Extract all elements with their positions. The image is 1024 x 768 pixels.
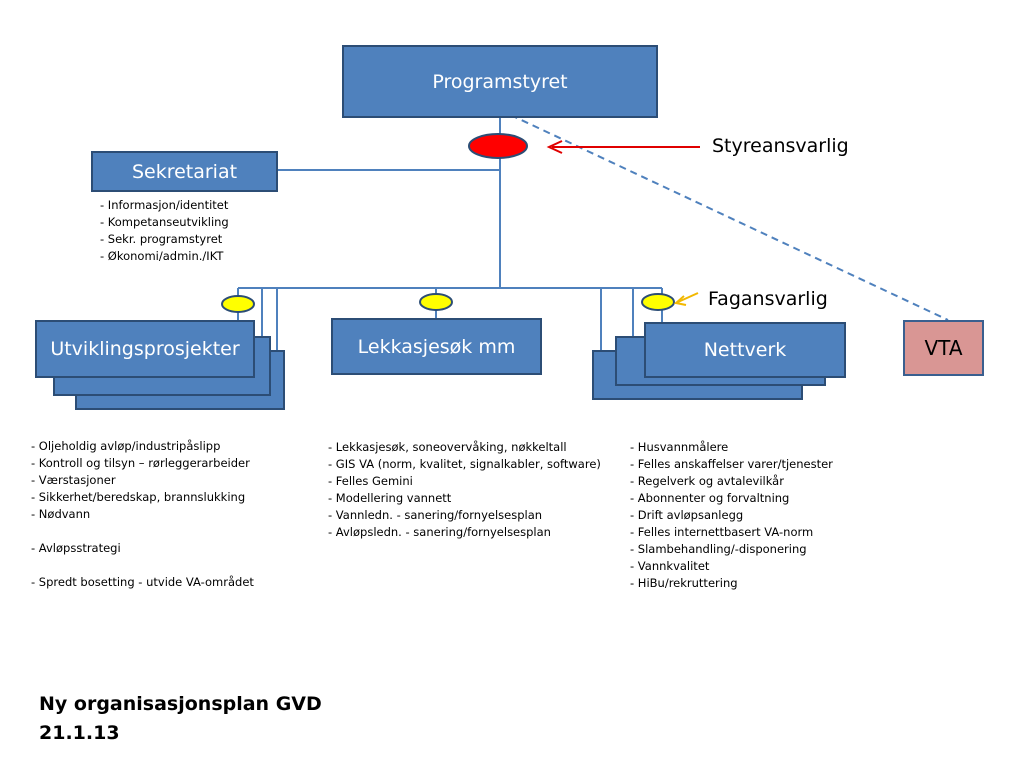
sekretariat-list: - Informasjon/identitet - Kompetanseutvi…: [100, 197, 229, 265]
nettverk-list: - Husvannmålere - Felles anskaffelser va…: [630, 439, 833, 592]
styreansvarlig-label: Styreansvarlig: [712, 135, 849, 157]
title-line-1: Ny organisasjonsplan GVD: [39, 693, 322, 715]
fagansvarlig-marker-utvikling: [221, 295, 255, 313]
styreansvarlig-marker: [468, 133, 528, 159]
sekretariat-box: Sekretariat: [91, 151, 278, 192]
programstyret-label: Programstyret: [432, 70, 568, 93]
list-item: - Modellering vannett: [328, 491, 452, 505]
list-item: - Sikkerhet/beredskap, brannslukking: [31, 490, 246, 504]
list-item: - Oljeholdig avløp/industripåslipp: [31, 439, 221, 453]
list-item: - Informasjon/identitet: [100, 198, 229, 212]
lekkasje-list: - Lekkasjesøk, soneovervåking, nøkkeltal…: [328, 439, 601, 541]
list-item: - Drift avløpsanlegg: [630, 508, 744, 522]
fagansvarlig-marker-nettverk: [641, 293, 675, 311]
nettverk-label: Nettverk: [703, 339, 787, 361]
utvikling-box: Utviklingsprosjekter: [35, 320, 255, 378]
vta-label: VTA: [924, 336, 963, 360]
list-item: - Sekr. programstyret: [100, 232, 223, 246]
title-line-2: 21.1.13: [39, 722, 120, 744]
list-item: - Økonomi/admin./IKT: [100, 249, 224, 263]
list-item: - Værstasjoner: [31, 473, 116, 487]
nettverk-box: Nettverk: [644, 322, 846, 378]
list-item: - Husvannmålere: [630, 440, 729, 454]
fagansvarlig-arrow: [677, 292, 699, 303]
list-item: - Slambehandling/-disponering: [630, 542, 807, 556]
list-item: - Kompetanseutvikling: [100, 215, 229, 229]
list-item: - Kontroll og tilsyn – rørleggerarbeider: [31, 456, 250, 470]
fagansvarlig-label: Fagansvarlig: [708, 288, 828, 310]
list-item: - Regelverk og avtalevilkår: [630, 474, 784, 488]
programstyret-box: Programstyret: [342, 45, 658, 118]
list-item: - Lekkasjesøk, soneovervåking, nøkkeltal…: [328, 440, 567, 454]
list-item: - Vannledn. - sanering/fornyelsesplan: [328, 508, 543, 522]
lekkasje-box: Lekkasjesøk mm: [331, 318, 542, 375]
list-item: - Felles internettbasert VA-norm: [630, 525, 814, 539]
list-item: - Felles anskaffelser varer/tjenester: [630, 457, 833, 471]
list-item: - Nødvann: [31, 507, 91, 521]
sekretariat-label: Sekretariat: [131, 160, 238, 183]
list-item: - Abonnenter og forvaltning: [630, 491, 790, 505]
page-title: Ny organisasjonsplan GVD 21.1.13: [39, 690, 322, 748]
fagansvarlig-marker-lekkasje: [419, 293, 453, 311]
lekkasje-label: Lekkasjesøk mm: [357, 336, 516, 358]
dashed-link-vta: [499, 109, 949, 321]
vta-box: VTA: [903, 320, 984, 376]
list-item: - HiBu/rekruttering: [630, 576, 738, 590]
list-item: - Avløpsstrategi: [31, 541, 121, 555]
list-gap: [31, 557, 254, 574]
list-item: - Vannkvalitet: [630, 559, 710, 573]
utvikling-list: - Oljeholdig avløp/industripåslipp - Kon…: [31, 438, 254, 591]
list-item: - Spredt bosetting - utvide VA-området: [31, 575, 254, 589]
list-item: - Avløpsledn. - sanering/fornyelsesplan: [328, 525, 551, 539]
list-gap: [31, 523, 254, 540]
list-item: - Felles Gemini: [328, 474, 413, 488]
list-item: - GIS VA (norm, kvalitet, signalkabler, …: [328, 457, 601, 471]
utvikling-label: Utviklingsprosjekter: [50, 338, 240, 360]
